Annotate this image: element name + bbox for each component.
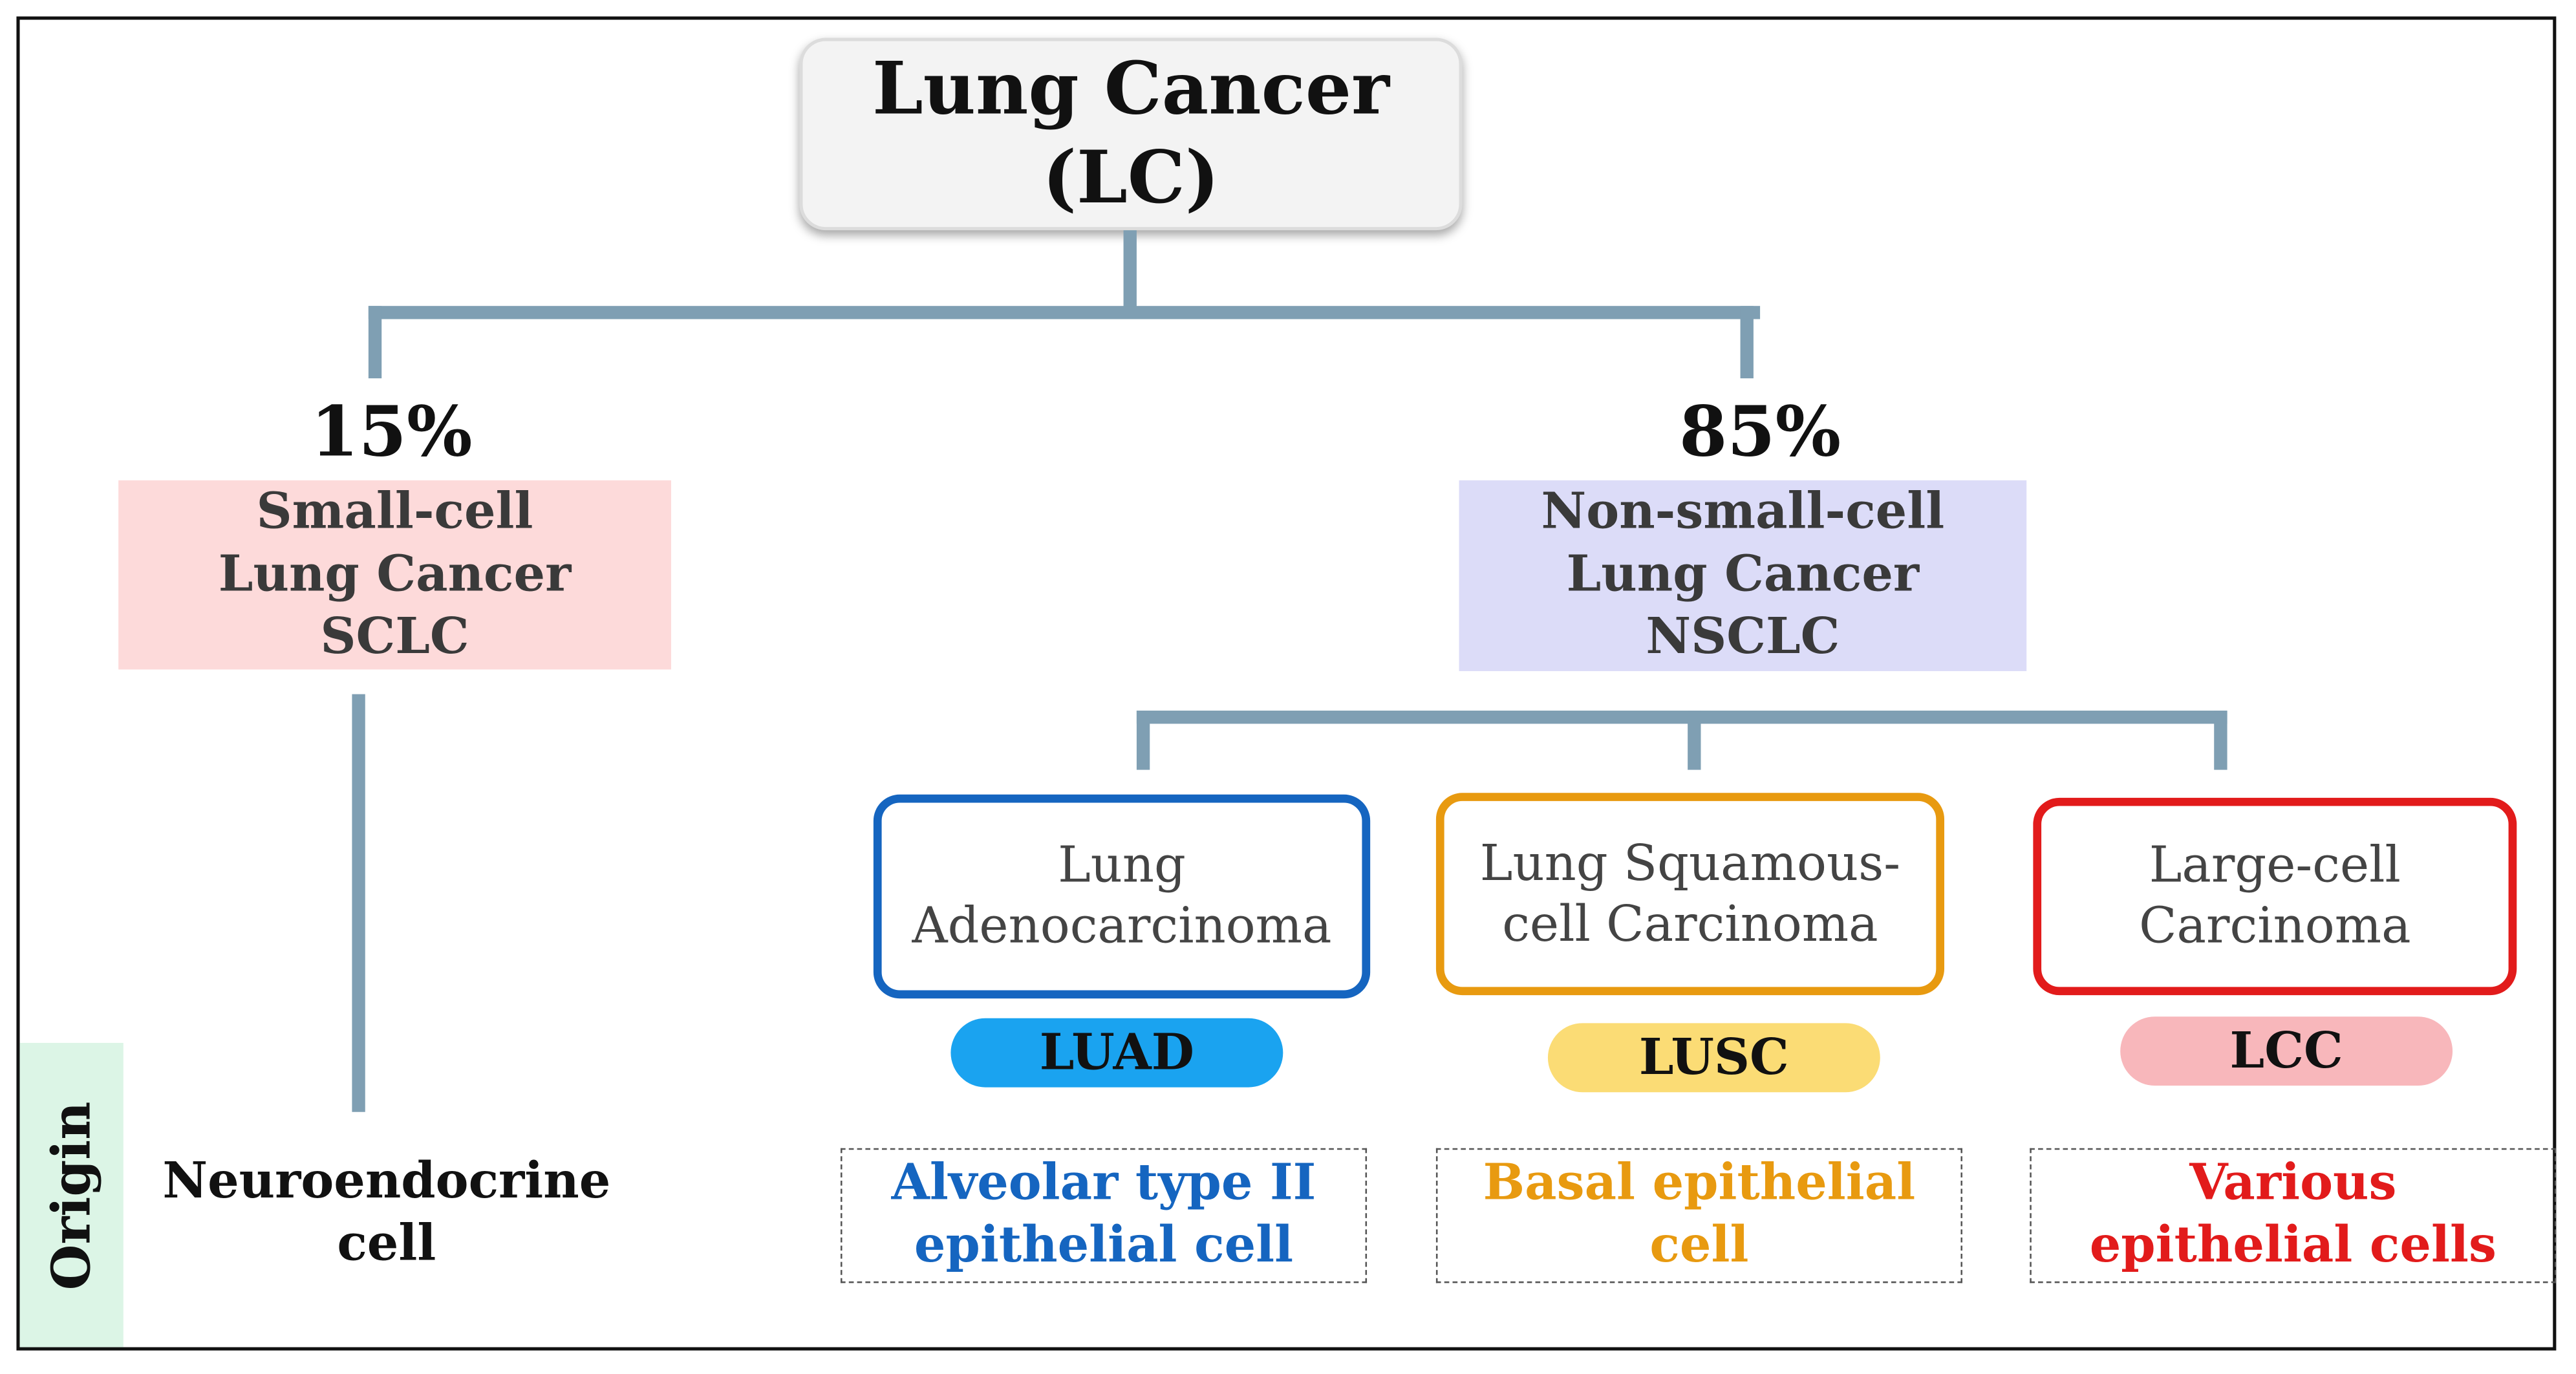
subtype-line: cell Carcinoma <box>1502 896 1878 954</box>
sclc-percentage: 15% <box>310 391 473 473</box>
nsclc-line: Non-small-cell <box>1541 483 1945 541</box>
connector-sclc-origin <box>352 694 365 1112</box>
origin-lcc-box: Various epithelial cells <box>2030 1148 2557 1283</box>
origin-line: cell <box>1649 1217 1749 1275</box>
abbr-pill-lusc: LUSC <box>1547 1023 1880 1093</box>
connector-top-bar <box>368 306 1761 319</box>
origin-line: epithelial cell <box>914 1217 1294 1275</box>
abbr-pill-luad: LUAD <box>950 1018 1283 1088</box>
origin-row-label: Origin <box>20 1043 123 1347</box>
connector-lusc-drop <box>1688 711 1701 770</box>
origin-line: epithelial cells <box>2089 1217 2496 1275</box>
subtype-line: Adenocarcinoma <box>912 898 1332 956</box>
origin-line: Various <box>2189 1154 2397 1212</box>
root-title: Lung Cancer <box>872 47 1390 131</box>
nsclc-line: NSCLC <box>1646 608 1840 667</box>
connector-luad-drop <box>1136 711 1150 770</box>
connector-right-drop <box>1740 306 1754 379</box>
origin-line: Neuroendocrine <box>162 1153 611 1211</box>
nsclc-line: Lung Cancer <box>1566 546 1920 604</box>
subtype-box-lcc: Large-cell Carcinoma <box>2033 797 2517 996</box>
abbr-pill-lcc: LCC <box>2120 1016 2453 1086</box>
origin-line: cell <box>337 1216 436 1274</box>
sclc-line: SCLC <box>320 608 469 666</box>
connector-nsclc-bar <box>1136 711 2227 724</box>
subtype-line: Large-cell <box>2149 837 2401 895</box>
diagram-frame <box>16 16 2557 1351</box>
origin-luad-box: Alveolar type II epithelial cell <box>840 1148 1368 1283</box>
root-node-lung-cancer: Lung Cancer (LC) <box>799 38 1463 231</box>
nsclc-category-box: Non-small-cell Lung Cancer NSCLC <box>1459 480 2027 671</box>
sclc-category-box: Small-cell Lung Cancer SCLC <box>118 480 671 670</box>
subtype-box-luad: Lung Adenocarcinoma <box>873 794 1371 999</box>
subtype-line: Lung Squamous- <box>1479 835 1901 893</box>
connector-left-drop <box>368 306 382 379</box>
origin-sclc: Neuroendocrine cell <box>148 1152 625 1276</box>
root-abbreviation: (LC) <box>1042 135 1219 220</box>
origin-row-strip <box>19 1042 123 1347</box>
subtype-line: Carcinoma <box>2139 898 2411 956</box>
connector-lcc-drop <box>2214 711 2227 770</box>
nsclc-percentage: 85% <box>1679 391 1841 473</box>
origin-lusc-box: Basal epithelial cell <box>1435 1148 1962 1283</box>
sclc-line: Small-cell <box>256 482 533 541</box>
origin-label-text: Origin <box>40 1100 103 1290</box>
origin-line: Alveolar type II <box>891 1154 1316 1212</box>
sclc-line: Lung Cancer <box>218 545 572 603</box>
subtype-box-lusc: Lung Squamous- cell Carcinoma <box>1435 793 1945 996</box>
connector-root-stem <box>1123 230 1137 313</box>
origin-line: Basal epithelial <box>1483 1154 1916 1212</box>
subtype-line: Lung <box>1058 837 1186 895</box>
